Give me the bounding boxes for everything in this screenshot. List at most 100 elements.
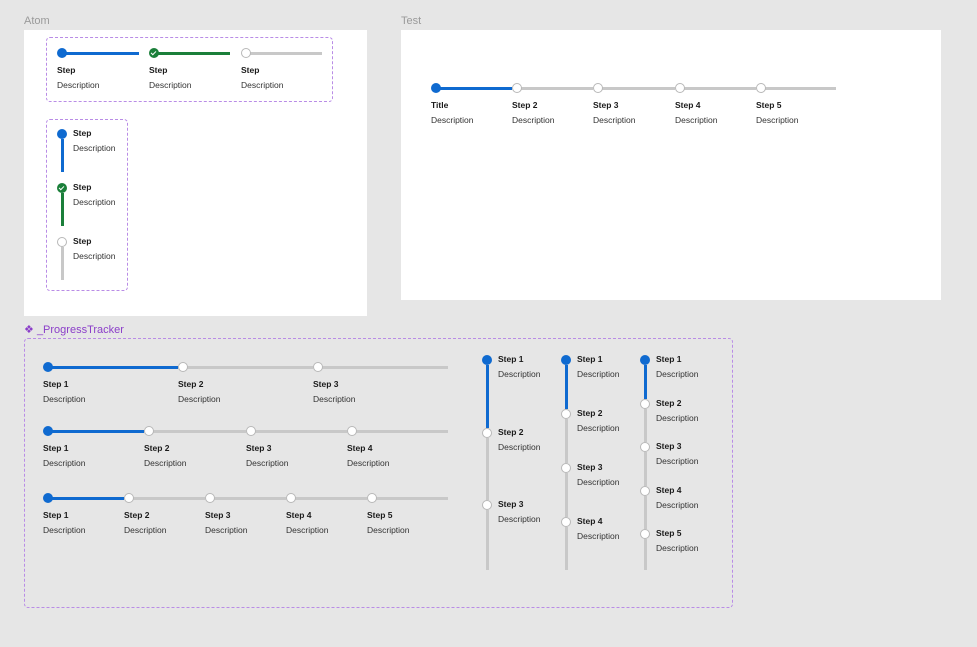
test-tracker-step-4-description: Description bbox=[675, 115, 718, 125]
test-tracker-connector bbox=[598, 87, 675, 90]
tracker-h5-step-4-description: Description bbox=[286, 525, 329, 535]
tracker-h4-step-4-description: Description bbox=[347, 458, 390, 468]
tracker-v4-connector bbox=[565, 473, 568, 517]
tracker-h3-step-1-description: Description bbox=[43, 394, 86, 404]
tracker-v3-step-2-description: Description bbox=[498, 442, 541, 452]
tracker-h3-step-1-step-indicator-dot[interactable] bbox=[43, 362, 53, 372]
tracker-v3-step-2-step-indicator-dot[interactable] bbox=[482, 428, 492, 438]
tracker-v3-connector bbox=[486, 510, 489, 570]
atom-vertical-step-3-description: Description bbox=[73, 251, 116, 261]
tracker-v3-step-1-description: Description bbox=[498, 369, 541, 379]
tracker-h4-connector bbox=[149, 430, 246, 433]
tracker-v4-step-1-title: Step 1 bbox=[577, 354, 603, 364]
tracker-h5-step-2-description: Description bbox=[124, 525, 167, 535]
tracker-h5-connector bbox=[210, 497, 286, 500]
atom-vertical-step-3-step-indicator-dot[interactable] bbox=[57, 237, 67, 247]
tracker-h3-step-3-description: Description bbox=[313, 394, 356, 404]
test-tracker-step-2-description: Description bbox=[512, 115, 555, 125]
tracker-v3-step-1-title: Step 1 bbox=[498, 354, 524, 364]
tracker-v5-step-1-title: Step 1 bbox=[656, 354, 682, 364]
test-tracker-connector bbox=[517, 87, 593, 90]
tracker-v4-step-3-title: Step 3 bbox=[577, 462, 603, 472]
test-tracker-step-2-step-indicator-dot[interactable] bbox=[512, 83, 522, 93]
test-tracker-step-1-step-indicator-dot[interactable] bbox=[431, 83, 441, 93]
atom-horizontal-variant[interactable] bbox=[46, 37, 333, 102]
atom-horizontal-step-1-title: Step bbox=[57, 65, 76, 75]
atom-vertical-step-1-title: Step bbox=[73, 128, 92, 138]
tracker-v5-connector bbox=[644, 539, 647, 570]
progress-tracker-component-set[interactable] bbox=[24, 338, 733, 608]
tracker-v3-connector bbox=[486, 365, 489, 428]
atom-frame-label[interactable]: Atom bbox=[24, 15, 50, 27]
atom-vertical-variant[interactable] bbox=[46, 119, 128, 291]
tracker-h3-connector bbox=[183, 366, 313, 369]
tracker-v3-step-3-step-indicator-dot[interactable] bbox=[482, 500, 492, 510]
tracker-v5-step-1-step-indicator-dot[interactable] bbox=[640, 355, 650, 365]
tracker-h5-step-4-title: Step 4 bbox=[286, 510, 312, 520]
tracker-v4-step-3-description: Description bbox=[577, 477, 620, 487]
tracker-v3-step-3-description: Description bbox=[498, 514, 541, 524]
tracker-v4-step-4-description: Description bbox=[577, 531, 620, 541]
test-tracker-step-4-step-indicator-dot[interactable] bbox=[675, 83, 685, 93]
atom-vertical-step-1-step-indicator-dot[interactable] bbox=[57, 129, 67, 139]
tracker-h4-connector bbox=[352, 430, 448, 433]
tracker-h3-connector bbox=[318, 366, 448, 369]
tracker-v4-connector bbox=[565, 527, 568, 570]
tracker-h3-step-3-step-indicator-dot[interactable] bbox=[313, 362, 323, 372]
tracker-v4-step-2-description: Description bbox=[577, 423, 620, 433]
test-frame-label[interactable]: Test bbox=[401, 15, 422, 27]
test-tracker-step-3-step-indicator-dot[interactable] bbox=[593, 83, 603, 93]
tracker-h4-connector bbox=[251, 430, 347, 433]
tracker-h5-step-1-step-indicator-dot[interactable] bbox=[43, 493, 53, 503]
atom-horizontal-step-3-step-indicator-dot[interactable] bbox=[241, 48, 251, 58]
atom-vertical-step-2-checkmark-icon[interactable] bbox=[57, 183, 67, 193]
tracker-h4-step-1-title: Step 1 bbox=[43, 443, 69, 453]
tracker-h3-step-2-description: Description bbox=[178, 394, 221, 404]
atom-vertical-step-2-title: Step bbox=[73, 182, 92, 192]
atom-vertical-step-3-title: Step bbox=[73, 236, 92, 246]
tracker-v3-step-1-step-indicator-dot[interactable] bbox=[482, 355, 492, 365]
component-set-label[interactable]: ❖ _ProgressTracker bbox=[24, 323, 124, 336]
tracker-v4-step-1-description: Description bbox=[577, 369, 620, 379]
tracker-h5-step-3-step-indicator-dot[interactable] bbox=[205, 493, 215, 503]
atom-horizontal-step-2-description: Description bbox=[149, 80, 192, 90]
tracker-h4-step-2-step-indicator-dot[interactable] bbox=[144, 426, 154, 436]
tracker-h3-connector bbox=[48, 366, 178, 369]
atom-horizontal-step-3-title: Step bbox=[241, 65, 260, 75]
tracker-h5-step-2-step-indicator-dot[interactable] bbox=[124, 493, 134, 503]
component-set-name: _ProgressTracker bbox=[36, 324, 124, 336]
atom-horizontal-step-2-checkmark-icon[interactable] bbox=[149, 48, 159, 58]
tracker-h4-step-3-description: Description bbox=[246, 458, 289, 468]
tracker-h4-step-4-step-indicator-dot[interactable] bbox=[347, 426, 357, 436]
tracker-h5-step-4-step-indicator-dot[interactable] bbox=[286, 493, 296, 503]
tracker-v5-step-3-title: Step 3 bbox=[656, 441, 682, 451]
tracker-v5-connector bbox=[644, 452, 647, 486]
tracker-v3-step-2-title: Step 2 bbox=[498, 427, 524, 437]
tracker-v4-step-4-step-indicator-dot[interactable] bbox=[561, 517, 571, 527]
tracker-v4-step-2-title: Step 2 bbox=[577, 408, 603, 418]
test-tracker-step-5-step-indicator-dot[interactable] bbox=[756, 83, 766, 93]
test-tracker-step-5-description: Description bbox=[756, 115, 799, 125]
tracker-v5-step-3-step-indicator-dot[interactable] bbox=[640, 442, 650, 452]
tracker-h3-step-2-step-indicator-dot[interactable] bbox=[178, 362, 188, 372]
atom-horizontal-step-1-step-indicator-dot[interactable] bbox=[57, 48, 67, 58]
atom-horizontal-connector bbox=[62, 52, 139, 55]
tracker-v4-step-3-step-indicator-dot[interactable] bbox=[561, 463, 571, 473]
atom-horizontal-connector bbox=[154, 52, 230, 55]
atom-frame bbox=[24, 30, 367, 316]
tracker-h5-step-3-description: Description bbox=[205, 525, 248, 535]
tracker-v5-step-4-step-indicator-dot[interactable] bbox=[640, 486, 650, 496]
test-tracker-connector bbox=[761, 87, 836, 90]
tracker-v4-step-2-step-indicator-dot[interactable] bbox=[561, 409, 571, 419]
tracker-h4-step-1-step-indicator-dot[interactable] bbox=[43, 426, 53, 436]
tracker-v5-step-5-step-indicator-dot[interactable] bbox=[640, 529, 650, 539]
atom-vertical-step-1-description: Description bbox=[73, 143, 116, 153]
tracker-v5-step-5-title: Step 5 bbox=[656, 528, 682, 538]
tracker-v5-step-2-step-indicator-dot[interactable] bbox=[640, 399, 650, 409]
test-tracker-step-2-title: Step 2 bbox=[512, 100, 538, 110]
tracker-h5-connector bbox=[372, 497, 448, 500]
tracker-v4-step-1-step-indicator-dot[interactable] bbox=[561, 355, 571, 365]
tracker-h4-step-3-step-indicator-dot[interactable] bbox=[246, 426, 256, 436]
tracker-h5-step-5-step-indicator-dot[interactable] bbox=[367, 493, 377, 503]
tracker-h3-step-1-title: Step 1 bbox=[43, 379, 69, 389]
